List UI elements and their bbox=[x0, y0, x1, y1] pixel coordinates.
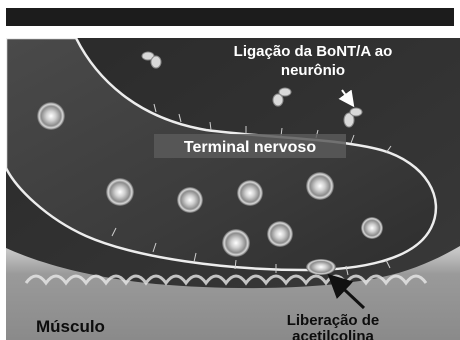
vesicle bbox=[222, 229, 250, 257]
botox-mechanism-diagram: Ligação da BoNT/A ao neurônio Terminal n… bbox=[6, 38, 460, 340]
header-bar bbox=[6, 8, 454, 26]
muscle-label: Músculo bbox=[36, 317, 105, 336]
release-arrow bbox=[327, 273, 366, 310]
membrane-hairs bbox=[111, 103, 392, 276]
toxin-molecule bbox=[343, 107, 363, 128]
toxin-molecule bbox=[141, 51, 162, 69]
synaptic-vesicles bbox=[37, 102, 383, 275]
nerve-terminal-label-box bbox=[154, 134, 346, 158]
vesicle bbox=[267, 221, 293, 247]
vesicle bbox=[106, 178, 134, 206]
vesicle bbox=[177, 187, 203, 213]
vesicle bbox=[37, 102, 65, 130]
toxin-molecules bbox=[141, 51, 363, 128]
release-label-line1: Liberação de bbox=[287, 312, 380, 329]
vesicle bbox=[306, 172, 334, 200]
binding-label-line2: neurônio bbox=[281, 62, 345, 79]
vesicle bbox=[237, 180, 263, 206]
binding-arrow bbox=[338, 89, 355, 108]
nerve-terminal-label: Terminal nervoso bbox=[184, 139, 316, 156]
toxin-molecule bbox=[272, 87, 292, 107]
release-label-line2: acetilcolina bbox=[292, 328, 374, 340]
binding-label-line1: Ligação da BoNT/A ao bbox=[234, 43, 393, 60]
vesicle bbox=[361, 217, 383, 239]
muscle-tissue bbox=[6, 246, 460, 340]
fusing-vesicle bbox=[306, 259, 336, 275]
muscle-folds bbox=[24, 274, 428, 286]
